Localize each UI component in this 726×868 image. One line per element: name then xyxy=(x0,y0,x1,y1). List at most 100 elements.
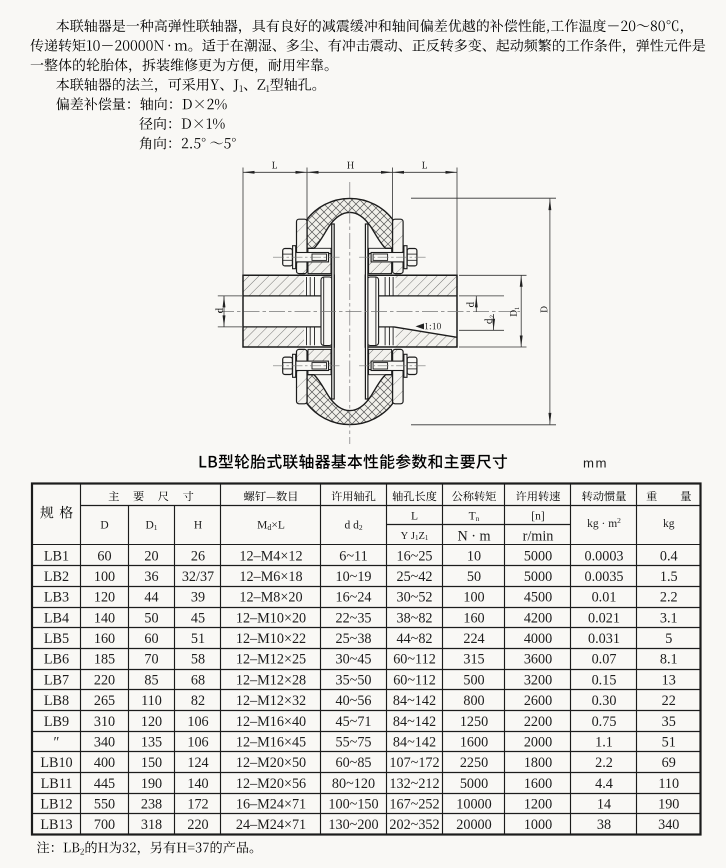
svg-text:3200: 3200 xyxy=(524,672,552,688)
svg-text:80~120: 80~120 xyxy=(332,776,375,792)
svg-text:140: 140 xyxy=(94,610,115,626)
svg-text:130~200: 130~200 xyxy=(328,817,378,833)
svg-text:110: 110 xyxy=(658,776,679,792)
svg-text:160: 160 xyxy=(463,610,484,626)
svg-text:d d2: d d2 xyxy=(344,520,362,532)
svg-text:35~50: 35~50 xyxy=(335,672,371,688)
svg-text:318: 318 xyxy=(141,817,162,833)
svg-text:2.2: 2.2 xyxy=(595,755,613,771)
svg-text:202~352: 202~352 xyxy=(389,817,439,833)
svg-text:5000: 5000 xyxy=(524,569,552,585)
svg-text:20: 20 xyxy=(144,548,158,564)
svg-text:44~82: 44~82 xyxy=(396,631,432,647)
svg-text:2000: 2000 xyxy=(524,734,552,750)
svg-text:55~75: 55~75 xyxy=(335,734,371,750)
svg-text:16~25: 16~25 xyxy=(396,548,432,564)
svg-text:1200: 1200 xyxy=(524,796,552,812)
svg-text:4200: 4200 xyxy=(524,610,552,626)
svg-text:12–M8×20: 12–M8×20 xyxy=(239,590,302,606)
svg-text:110: 110 xyxy=(141,693,162,709)
svg-text:1250: 1250 xyxy=(460,714,488,730)
svg-text:12–M12×28: 12–M12×28 xyxy=(236,672,306,688)
svg-text:LB12: LB12 xyxy=(40,796,72,812)
svg-text:2200: 2200 xyxy=(524,714,552,730)
svg-text:LB9: LB9 xyxy=(44,714,69,730)
svg-text:44: 44 xyxy=(144,590,158,606)
svg-text:120: 120 xyxy=(94,590,115,606)
svg-text:16–M24×71: 16–M24×71 xyxy=(236,796,306,812)
svg-text:51: 51 xyxy=(662,734,676,750)
svg-text:51: 51 xyxy=(191,631,205,647)
svg-text:LB7: LB7 xyxy=(44,672,69,688)
svg-text:12–M12×25: 12–M12×25 xyxy=(236,652,306,668)
svg-text:700: 700 xyxy=(94,817,115,833)
svg-text:100: 100 xyxy=(94,569,115,585)
svg-text:3.1: 3.1 xyxy=(660,610,678,626)
svg-text:85: 85 xyxy=(144,672,158,688)
svg-text:60: 60 xyxy=(97,548,111,564)
svg-text:26: 26 xyxy=(191,548,205,564)
svg-text:LB11: LB11 xyxy=(41,776,73,792)
svg-text:LB6: LB6 xyxy=(44,652,69,668)
svg-text:12–M10×20: 12–M10×20 xyxy=(236,610,306,626)
svg-text:22~35: 22~35 xyxy=(335,610,371,626)
svg-text:39: 39 xyxy=(191,590,205,606)
svg-text:12–M10×22: 12–M10×22 xyxy=(236,631,306,647)
svg-text:445: 445 xyxy=(94,776,115,792)
svg-text:172: 172 xyxy=(187,796,208,812)
svg-text:84~142: 84~142 xyxy=(393,714,436,730)
svg-text:224: 224 xyxy=(463,631,484,647)
svg-text:12–M4×12: 12–M4×12 xyxy=(239,548,302,564)
svg-text:60~85: 60~85 xyxy=(335,755,371,771)
svg-text:238: 238 xyxy=(141,796,162,812)
svg-text:800: 800 xyxy=(463,693,484,709)
svg-text:185: 185 xyxy=(94,652,115,668)
svg-text:30~52: 30~52 xyxy=(396,590,432,606)
svg-text:84~142: 84~142 xyxy=(393,734,436,750)
svg-text:132~212: 132~212 xyxy=(389,776,439,792)
svg-text:107~172: 107~172 xyxy=(389,755,439,771)
svg-text:12–M16×45: 12–M16×45 xyxy=(236,734,306,750)
svg-text:120: 120 xyxy=(141,714,162,730)
svg-text:LB4: LB4 xyxy=(44,610,69,626)
svg-text:45: 45 xyxy=(191,610,205,626)
svg-text:N · m: N · m xyxy=(457,529,490,545)
svg-text:″: ″ xyxy=(54,734,60,750)
svg-text:16~24: 16~24 xyxy=(335,590,371,606)
svg-text:1.1: 1.1 xyxy=(595,734,613,750)
svg-text:30~45: 30~45 xyxy=(335,652,371,668)
svg-text:1000: 1000 xyxy=(524,817,552,833)
svg-text:38~82: 38~82 xyxy=(396,610,432,626)
svg-text:0.01: 0.01 xyxy=(592,590,617,606)
svg-text:2250: 2250 xyxy=(460,755,488,771)
svg-text:69: 69 xyxy=(662,755,676,771)
svg-text:60~112: 60~112 xyxy=(393,652,436,668)
svg-text:60: 60 xyxy=(144,631,158,647)
svg-text:Md×L: Md×L xyxy=(257,520,285,532)
svg-text:12–M20×50: 12–M20×50 xyxy=(236,755,306,771)
svg-text:220: 220 xyxy=(94,672,115,688)
svg-text:14: 14 xyxy=(597,796,611,812)
svg-text:2.2: 2.2 xyxy=(660,590,678,606)
svg-text:20000: 20000 xyxy=(456,817,491,833)
svg-text:LB10: LB10 xyxy=(40,755,72,771)
svg-text:3600: 3600 xyxy=(524,652,552,668)
svg-text:4000: 4000 xyxy=(524,631,552,647)
svg-text:82: 82 xyxy=(191,693,205,709)
svg-text:106: 106 xyxy=(187,734,208,750)
svg-text:100~150: 100~150 xyxy=(328,796,378,812)
svg-text:1800: 1800 xyxy=(524,755,552,771)
svg-text:LB5: LB5 xyxy=(44,631,69,647)
svg-text:70: 70 xyxy=(144,652,158,668)
svg-text:D1: D1 xyxy=(145,520,157,532)
svg-text:25~42: 25~42 xyxy=(396,569,432,585)
svg-text:0.15: 0.15 xyxy=(592,672,617,688)
svg-text:35: 35 xyxy=(662,714,676,730)
svg-text:5000: 5000 xyxy=(460,776,488,792)
svg-text:500: 500 xyxy=(463,672,484,688)
svg-text:12–M20×56: 12–M20×56 xyxy=(236,776,306,792)
svg-text:10: 10 xyxy=(467,548,481,564)
svg-text:LB13: LB13 xyxy=(40,817,72,833)
svg-text:550: 550 xyxy=(94,796,115,812)
svg-text:LB3: LB3 xyxy=(44,590,69,606)
